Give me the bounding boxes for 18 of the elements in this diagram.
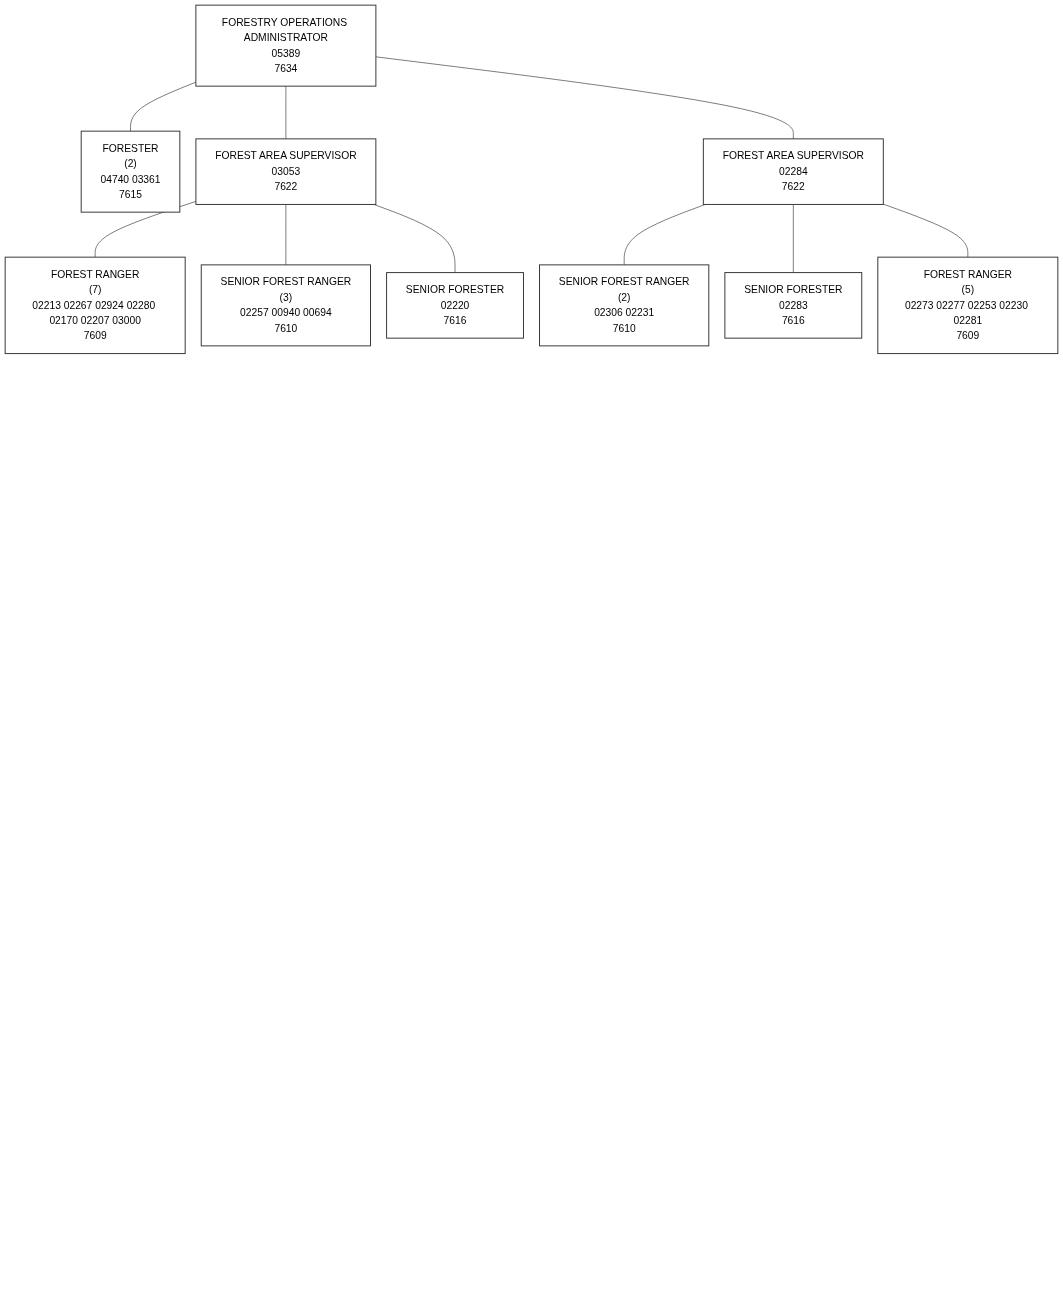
node-box: SENIOR FORESTER 02283 7616 <box>724 272 863 339</box>
connector <box>623 204 706 266</box>
node-box: FORESTER (2) 04740 03361 7615 <box>80 130 181 213</box>
node-box: FOREST RANGER (7) 02213 02267 02924 02280 02170 02207 03000 7609 <box>4 256 186 355</box>
connector <box>285 204 287 266</box>
node-box: SENIOR FORESTER 02220 7616 <box>386 272 524 339</box>
connector <box>130 81 197 132</box>
connector <box>882 203 969 258</box>
node-box: FOREST RANGER (5) 02273 02277 02253 02230 02281 7609 <box>877 256 1059 355</box>
node-box: FORESTRY OPERATIONS ADMINISTRATOR 05389 7634 <box>195 4 377 87</box>
node-box: FOREST AREA SUPERVISOR 03053 7622 <box>195 138 377 205</box>
connector <box>375 56 794 140</box>
connector <box>793 204 794 273</box>
node-box: FOREST AREA SUPERVISOR 02284 7622 <box>702 138 884 205</box>
node-box: SENIOR FOREST RANGER (3) 02257 00940 00694 7610 <box>200 264 371 347</box>
node-box: SENIOR FOREST RANGER (2) 02306 02231 7610 <box>539 264 710 347</box>
connector <box>285 85 287 140</box>
connector <box>373 204 456 273</box>
